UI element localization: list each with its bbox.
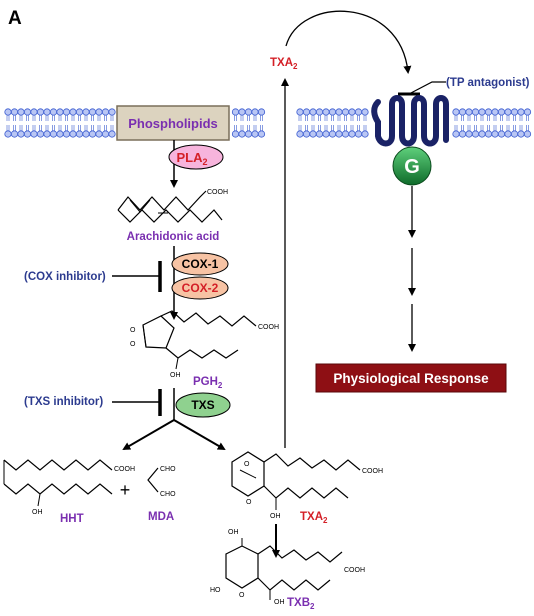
svg-text:O: O	[130, 341, 136, 348]
hht-structure: COOH OH	[3, 459, 135, 516]
svg-text:OH: OH	[32, 509, 43, 516]
svg-text:CHO: CHO	[160, 491, 176, 498]
pgh2-label: PGH2	[193, 376, 223, 390]
svg-text:CHO: CHO	[160, 466, 176, 473]
txa2-structure: O O COOH OH	[231, 451, 383, 520]
svg-text:O: O	[130, 327, 136, 334]
txs-label: TXS	[191, 398, 214, 412]
phospholipids-box	[116, 105, 230, 141]
svg-text:COOH: COOH	[344, 567, 365, 574]
svg-text:O: O	[246, 499, 252, 506]
physiological-response-box	[315, 363, 507, 393]
svg-text:O: O	[244, 461, 250, 468]
cox1-label: COX-1	[182, 257, 219, 271]
cox1-enzyme	[171, 252, 229, 276]
svg-text:COOH: COOH	[114, 466, 135, 473]
cox2-enzyme	[171, 276, 229, 300]
pla2-enzyme	[168, 144, 224, 170]
panel-label: A	[8, 8, 22, 29]
txa2-bottom-label: TXA2	[300, 511, 328, 525]
svg-text:O: O	[239, 592, 245, 599]
svg-text:OH: OH	[270, 513, 281, 520]
svg-text:COOH: COOH	[258, 324, 279, 331]
svg-text:OH: OH	[170, 372, 181, 379]
tp-antagonist-label: (TP antagonist)	[446, 77, 530, 89]
g-protein-icon	[392, 146, 432, 186]
hht-label: HHT	[60, 513, 84, 525]
txb2-label: TXB2	[287, 597, 315, 611]
pgh2-structure: O O COOH OH	[130, 310, 279, 379]
arachidonic-acid-structure	[117, 190, 207, 211]
physiological-response-label: Physiological Response	[333, 371, 489, 386]
svg-text:OH: OH	[274, 599, 285, 606]
txa2-top-label: TXA2	[270, 57, 298, 71]
arrow-to-txa2	[173, 419, 226, 451]
pla2-label: PLA2	[176, 150, 207, 167]
aa-cooh: COOH	[207, 189, 228, 196]
phospholipids-label: Phospholipids	[128, 116, 218, 131]
mda-structure: CHO CHO	[147, 466, 176, 498]
svg-text:HO: HO	[210, 587, 221, 594]
lipid-bilayer-icon	[4, 108, 266, 138]
gpcr-receptor-icon	[371, 95, 449, 147]
lipid-bilayer-icon	[296, 108, 532, 138]
arrow-txa2-to-receptor	[285, 10, 412, 74]
txs-inhibitor-label: (TXS inhibitor)	[24, 396, 103, 408]
txb2-structure: OH HO O COOH OH	[210, 529, 365, 606]
txs-enzyme	[175, 392, 231, 418]
mda-label: MDA	[148, 511, 174, 523]
tp-antagonist-line	[408, 81, 446, 95]
cox-inhibitor-label: (COX inhibitor)	[24, 271, 106, 283]
plus-sign: +	[120, 480, 131, 500]
arrow-to-hht	[122, 419, 175, 451]
arachidonic-acid-label: Arachidonic acid	[127, 231, 220, 243]
svg-text:OH: OH	[228, 529, 239, 536]
g-protein-label: G	[404, 156, 420, 178]
svg-text:COOH: COOH	[362, 468, 383, 475]
cox2-label: COX-2	[182, 281, 219, 295]
